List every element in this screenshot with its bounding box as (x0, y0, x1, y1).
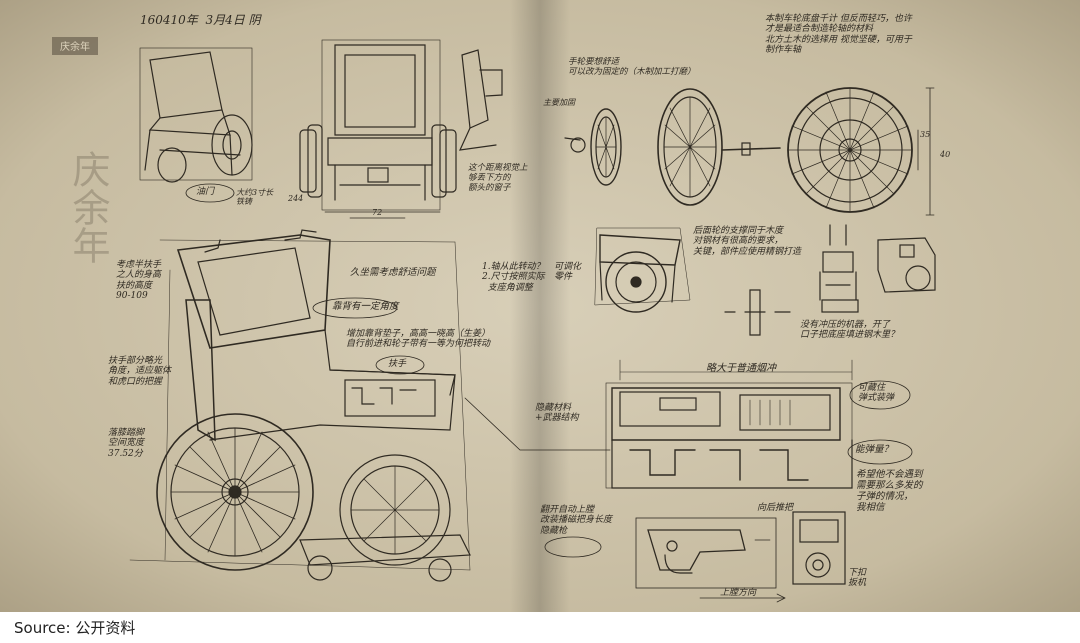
note-fear: 希望他不会遇到 需要那么多发的 子弹的情况， 我相信 (856, 469, 923, 513)
note-trigger: 翻开自动上膛 改装播磁把身长度 隐藏枪 (540, 505, 613, 536)
note-armrest-curve: 扶手部分略光 角度，适应躯体 和虎口的把握 (108, 356, 172, 387)
note-wood-list: 1.轴从此转动？ 2.尺寸按照实际 支座角调整 (482, 262, 545, 293)
note-bearing-label: 主要加固 (543, 98, 575, 107)
balloon-back (312, 297, 398, 319)
sketch-drawing: 庆余年 庆余年 (0, 0, 1080, 612)
note-wind-up: 向后推把 (757, 503, 794, 513)
note-knee-curve: 落膝踏脚 空间宽度 37.52分 (108, 428, 145, 459)
note-armrest-height: 考虑半扶手 之人的身高 扶的高度 90-109 (116, 260, 162, 302)
note-ammo: 能弹量？ (855, 444, 894, 455)
note-left-lever: 油门 (196, 187, 215, 197)
seal-stamp (52, 37, 98, 55)
note-brake: 没有冲压的机器，开了 口子把底座填进钢木里？ (800, 320, 900, 341)
balloon-hide (849, 380, 911, 410)
note-date: 160410年 3月4日 阴 (140, 13, 261, 27)
watermark-text: 庆余年 (66, 150, 110, 264)
trigger-mechanism (635, 511, 846, 603)
note-dim-244: 244 (288, 194, 304, 203)
source-label: Source: (14, 619, 71, 637)
note-up-arrow: 上膛方向 (720, 588, 757, 598)
note-seat-comfort: 久坐需考虑舒适问题 (350, 267, 436, 278)
castor-assembly (594, 227, 691, 313)
balloon-hidden (544, 536, 602, 558)
note-barrel-material: 隐藏材料 +武器结构 (535, 403, 579, 424)
front-view-chair (299, 39, 457, 219)
small-chair-sketch (139, 47, 253, 183)
note-lower-pull: 下扣 扳机 (848, 568, 867, 589)
wheel-exploded (564, 87, 935, 216)
note-hide: 可藏住 弹式装弹 (858, 383, 895, 404)
note-bearings: 手轮要想舒适 可以改为固定的（木制加工打磨） (568, 57, 696, 77)
sketch-image: 庆余年 庆余年 160410年 3月4日 阴 244 72 油门 大约3寸长 铁… (0, 0, 1080, 612)
balloon-lever (185, 183, 235, 203)
note-left-lever-detail: 大约3寸长 铁铸 (236, 188, 274, 207)
note-armrest-label: 扶手 (388, 359, 407, 369)
side-view-chair (459, 49, 503, 151)
bracket-parts (724, 224, 936, 336)
source-caption: Source: 公开资料 (14, 617, 135, 638)
note-add-backrest: 增加靠背垫子，高高一晓高（生姜） 自行前进和轮子带有一等为何把转动 (346, 329, 491, 350)
balloon-armrest (375, 355, 425, 375)
note-gear-right: 后面轮的支撑同于木度 对钢材有很高的要求， 关键，部件应使用精钢打造 (693, 226, 802, 257)
seal-text: 庆余年 (60, 40, 90, 53)
note-wheel-top: 本制车轮底盘千计 但反而轻巧，也许 才是最适合制造轮轴的材料 北方土木的选择用 … (765, 14, 912, 56)
source-text: 公开资料 (75, 619, 136, 637)
note-back-angle: 靠背有一定角度 (332, 301, 399, 312)
note-dim-40: 40 (940, 150, 951, 159)
barrel-section (605, 359, 853, 489)
note-dim-72: 72 (372, 208, 383, 217)
balloon-ammo (847, 439, 913, 465)
book-fold (510, 0, 570, 612)
note-barrel-width: 略大于普通烟冲 (706, 363, 776, 374)
big-wheelchair (129, 229, 611, 582)
note-dim-35: 35 (920, 130, 931, 139)
note-back-bar: 这个距离视觉上 够丢下方的 额头的窗子 (468, 163, 528, 193)
note-hidden-compartment: 可调化 零件 (554, 262, 582, 283)
